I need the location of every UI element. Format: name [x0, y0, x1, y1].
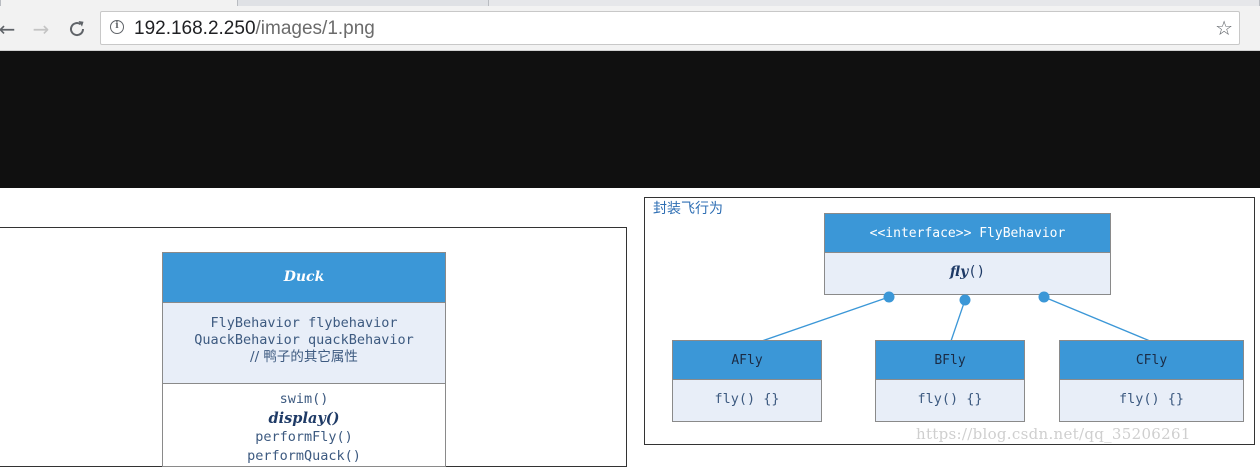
duck-method-abstract: display()	[268, 410, 340, 427]
duck-class-box: Duck FlyBehavior flybehavior QuackBehavi…	[162, 252, 446, 467]
duck-attribute: // 鸭子的其它属性	[250, 349, 358, 365]
back-button[interactable]: ←	[0, 18, 18, 40]
url-host: 192.168.2.250	[134, 18, 256, 39]
afly-class-box: AFly fly() {}	[672, 340, 822, 422]
browser-toolbar: ← → i 192.168.2.250/images/1.png ☆	[0, 6, 1260, 51]
watermark-text: https://blog.csdn.net/qq_35206261	[916, 425, 1191, 443]
duck-methods: swim() display() performFly() performQua…	[163, 383, 445, 466]
arrow-right-icon: →	[32, 17, 50, 41]
flybehavior-interface-box: <<interface>> FlyBehavior fly()	[824, 213, 1111, 295]
afly-method: fly() {}	[714, 391, 780, 407]
duck-class-name: Duck	[163, 253, 445, 303]
realization-dots	[883, 291, 1050, 306]
bfly-method: fly() {}	[917, 391, 983, 407]
url-text[interactable]: 192.168.2.250/images/1.png	[134, 18, 375, 40]
link-dot	[883, 291, 895, 303]
link-bfly	[950, 299, 966, 342]
cfly-method: fly() {}	[1118, 391, 1185, 407]
link-dot	[959, 294, 971, 306]
reload-icon	[70, 21, 85, 37]
duck-attribute: QuackBehavior quackBehavior	[194, 332, 414, 348]
cfly-class-box: CFly fly() {}	[1059, 340, 1244, 422]
duck-method: performFly()	[255, 429, 353, 445]
bfly-class-box: BFly fly() {}	[875, 340, 1025, 422]
address-bar[interactable]: i 192.168.2.250/images/1.png ☆	[100, 11, 1240, 45]
forward-button[interactable]: →	[30, 18, 52, 40]
reload-button[interactable]	[66, 18, 88, 40]
interface-stereotype: <<interface>> FlyBehavior	[825, 214, 1110, 253]
link-afly	[761, 296, 890, 342]
info-icon[interactable]: i	[110, 20, 124, 34]
interface-operations: fly()	[825, 253, 1110, 294]
afly-class-name: AFly	[673, 341, 821, 380]
package-title: 封装飞行为	[653, 201, 723, 217]
bfly-class-name: BFly	[876, 341, 1024, 380]
link-dot	[1038, 291, 1050, 303]
realization-links	[761, 296, 1151, 342]
interface-operation-suffix: ()	[968, 264, 986, 280]
duck-attributes: FlyBehavior flybehavior QuackBehavior qu…	[163, 303, 445, 383]
url-path: /images/1.png	[255, 18, 375, 39]
arrow-left-icon: ←	[0, 17, 16, 41]
duck-attribute: FlyBehavior flybehavior	[210, 315, 398, 331]
cfly-class-name: CFly	[1060, 341, 1243, 380]
star-icon[interactable]: ☆	[1215, 16, 1233, 40]
duck-method: swim()	[279, 391, 329, 407]
link-cfly	[1043, 296, 1151, 342]
image-top-band	[0, 51, 1260, 188]
interface-operation-name: fly	[949, 264, 969, 280]
